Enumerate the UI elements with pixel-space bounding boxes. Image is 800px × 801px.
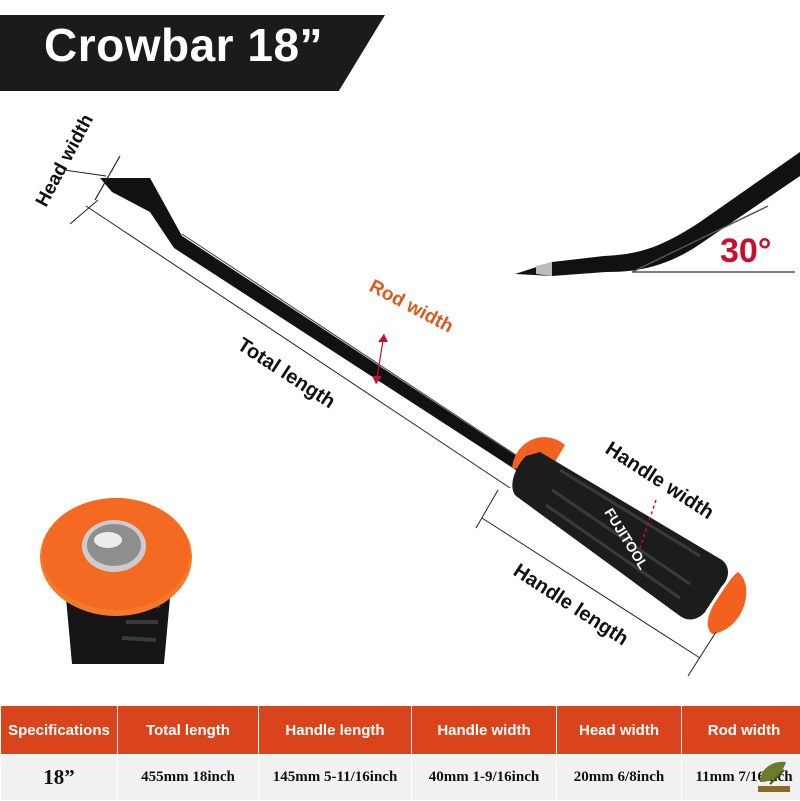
head-width-dimension: Head width (32, 111, 120, 224)
end-cap-closeup (40, 498, 192, 664)
total-length-label: Total length (233, 334, 339, 413)
header-specifications: Specifications (1, 706, 118, 755)
crowbar-rod (100, 178, 530, 474)
logo-icon (752, 752, 796, 796)
header-rod-width: Rod width (682, 706, 800, 755)
spec-header-row: Specifications Total length Handle lengt… (1, 706, 800, 755)
cell-head-width: 20mm 6/8inch (557, 755, 682, 801)
handle-length-label: Handle length (509, 560, 632, 650)
cell-total-length: 455mm 18inch (118, 755, 259, 801)
header-handle-length: Handle length (259, 706, 412, 755)
header-handle-width: Handle width (412, 706, 557, 755)
crowbar-head-detail: 30° (515, 152, 800, 276)
crowbar-illustration: FUJITOOL 30° Head width Rod width Total … (0, 0, 800, 700)
header-head-width: Head width (557, 706, 682, 755)
spec-table: Specifications Total length Handle lengt… (0, 705, 800, 801)
cell-handle-width: 40mm 1-9/16inch (412, 755, 557, 801)
rod-width-label: Rod width (366, 276, 457, 338)
cell-specifications: 18” (1, 755, 118, 801)
cell-handle-length: 145mm 5-11/16inch (259, 755, 412, 801)
total-length-dimension: Total length (86, 206, 510, 488)
angle-label: 30° (720, 232, 771, 270)
header-total-length: Total length (118, 706, 259, 755)
spec-value-row: 18” 455mm 18inch 145mm 5-11/16inch 40mm … (1, 755, 800, 801)
head-width-label: Head width (32, 111, 98, 210)
